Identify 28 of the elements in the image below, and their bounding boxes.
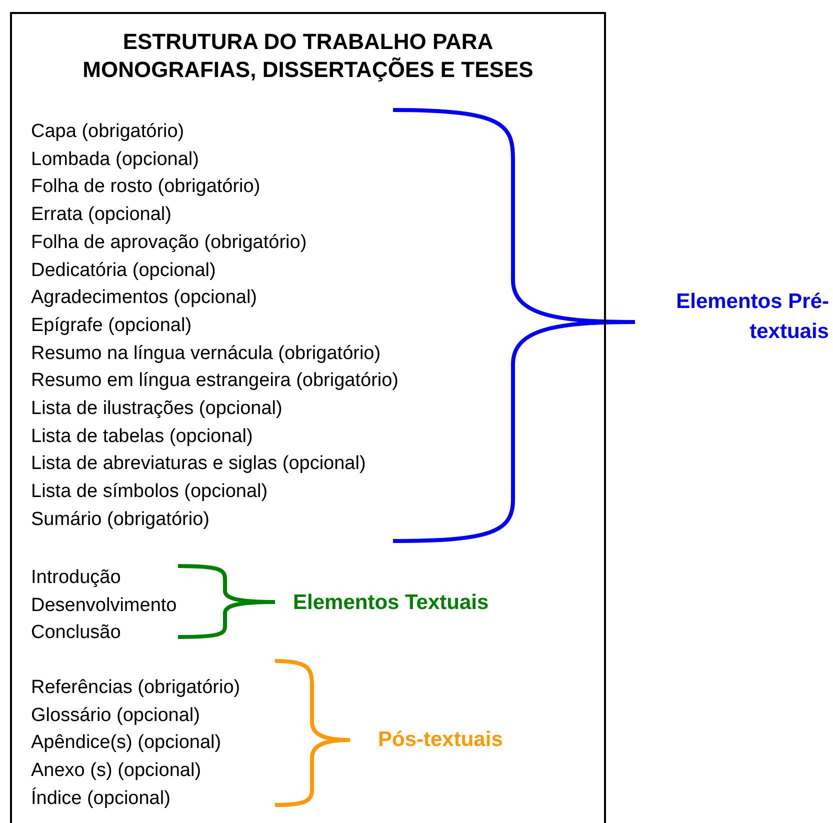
list-item: Resumo em língua estrangeira (obrigatório)	[31, 369, 399, 394]
list-item: Folha de aprovação (obrigatório)	[31, 230, 307, 255]
group-label: Pós-textuais	[378, 727, 503, 753]
list-item: Referências (obrigatório)	[31, 676, 240, 700]
list-item: Dedicatória (opcional)	[31, 258, 216, 282]
list-item: Lista de símbolos (opcional)	[31, 480, 268, 504]
list-item: Glossário (opcional)	[31, 704, 200, 728]
list-item: Sumário (obrigatório)	[31, 508, 210, 532]
list-item: Desenvolvimento	[31, 594, 177, 618]
list-item: Agradecimentos (opcional)	[31, 286, 258, 310]
list-item: Lista de abreviaturas e siglas (opcional)	[31, 452, 366, 476]
list-item: Lombada (opcional)	[31, 148, 199, 172]
list-item: Resumo na língua vernácula (obrigatório)	[31, 342, 381, 366]
list-item: Conclusão	[31, 621, 121, 645]
group-label: Elementos Textuais	[293, 590, 489, 616]
list-item: Folha de rosto (obrigatório)	[31, 175, 260, 200]
structure-panel	[10, 12, 606, 823]
list-item: Apêndice(s) (opcional)	[31, 731, 222, 756]
list-item: Lista de tabelas (opcional)	[31, 424, 253, 449]
list-item: Epígrafe (opcional)	[31, 314, 192, 338]
panel-title: ESTRUTURA DO TRABALHO PARA MONOGRAFIAS, DISSERTAÇÕES E TESES	[82, 28, 534, 84]
list-item: Introdução	[31, 566, 121, 590]
group-label: Elementos Pré-textuais	[675, 289, 829, 345]
list-item: Capa (obrigatório)	[31, 120, 184, 144]
list-item: Errata (opcional)	[31, 203, 172, 228]
list-item: Índice (opcional)	[31, 786, 170, 811]
list-item: Lista de ilustrações (opcional)	[31, 397, 282, 421]
list-item: Anexo (s) (opcional)	[31, 759, 202, 784]
